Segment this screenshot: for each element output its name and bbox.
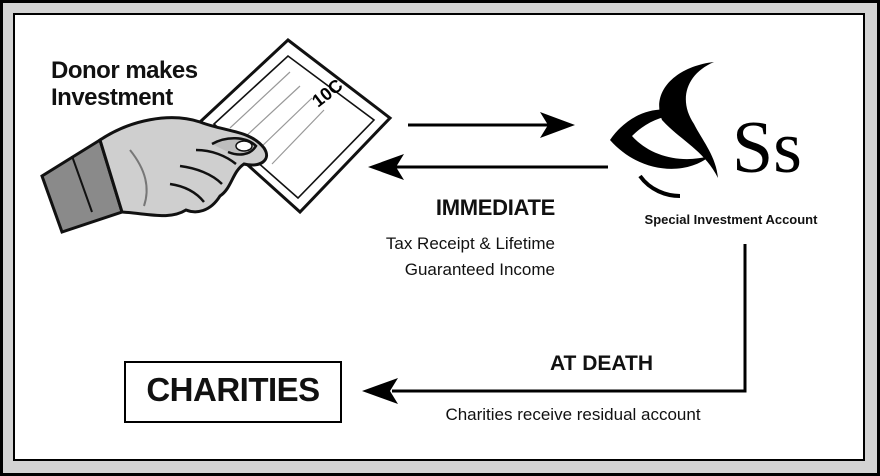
money-bill [197,38,393,215]
immediate-benefit-line1: Tax Receipt & Lifetime [385,234,555,253]
residual-description: Charities receive residual account [445,405,701,424]
arrow-to-donor [368,154,608,180]
account-label: Special Investment Account [644,212,818,227]
hand-with-money-illustration: 10C [40,38,393,234]
logo-crescent-mark [659,62,718,178]
arrow-to-account [408,112,575,138]
donor-title-line2: Investment [51,84,173,111]
donor-title-line1: Donor makes [51,57,198,84]
donor-title: Donor makes Investment [51,57,198,111]
immediate-benefit-line2: Guaranteed Income [404,260,555,279]
immediate-title: IMMEDIATE [435,195,555,220]
at-death-title: AT DEATH [549,352,653,375]
css-logo: Ss [610,62,802,198]
charities-label: CHARITIES [146,371,320,408]
logo-letters: Ss [732,107,802,189]
charities-box: CHARITIES [124,361,342,423]
arrow-to-charities [362,244,747,404]
